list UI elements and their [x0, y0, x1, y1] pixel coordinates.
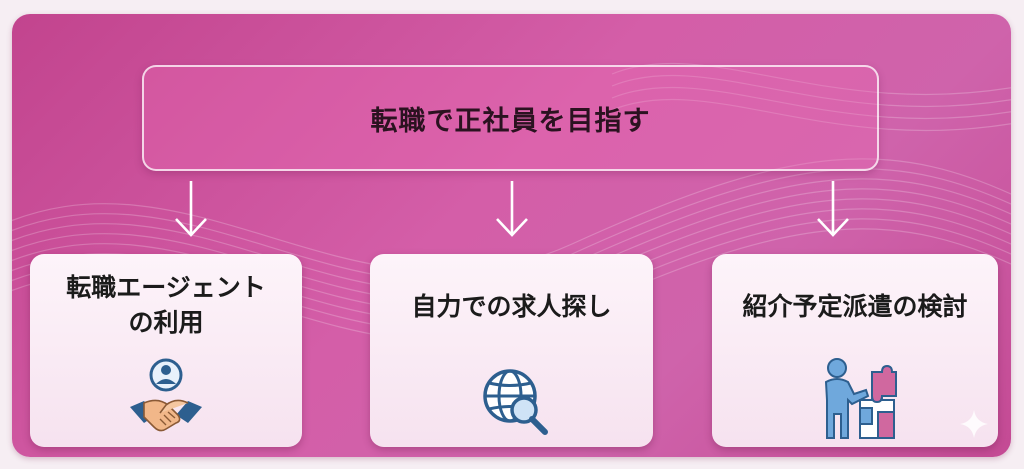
option-label: の利用 [128, 308, 204, 337]
down-arrow-icon [496, 181, 528, 237]
diagram-panel: 転職で正社員を目指す 転職エージェント の利用 自力での求人探し [12, 14, 1011, 457]
option-label: 紹介予定派遣の検討 [742, 292, 968, 321]
option-label: 転職エージェント [66, 273, 266, 302]
sparkle-icon [960, 410, 988, 438]
option-card-self-search: 自力での求人探し [370, 254, 653, 447]
option-label: 自力での求人探し [411, 292, 612, 321]
down-arrow-icon [817, 181, 849, 237]
goal-title: 転職で正社員を目指す [370, 105, 651, 137]
globe-search-icon [483, 369, 548, 435]
option-card-temp-to-perm: 紹介予定派遣の検討 [712, 254, 998, 447]
person-puzzle-icon [824, 358, 897, 439]
handshake-person-icon [130, 358, 202, 432]
down-arrow-icon [175, 181, 207, 237]
option-card-agent: 転職エージェント の利用 [30, 254, 302, 447]
goal-box: 転職で正社員を目指す [142, 65, 879, 171]
